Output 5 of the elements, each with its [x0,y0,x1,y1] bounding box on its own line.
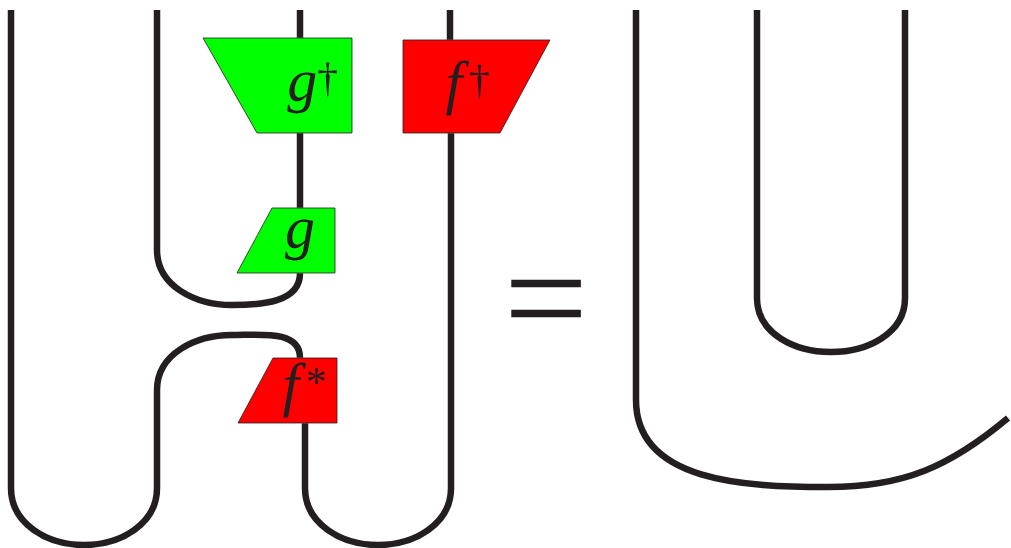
equals-sign: = [511,279,581,318]
trapezoid-box: f$^{*}$ [237,357,338,424]
trapezoid-box: g [236,207,336,274]
trapezoid-box: g$^{†}$ [202,37,353,134]
trapezoid-box: f$^{†}$ [402,39,551,134]
